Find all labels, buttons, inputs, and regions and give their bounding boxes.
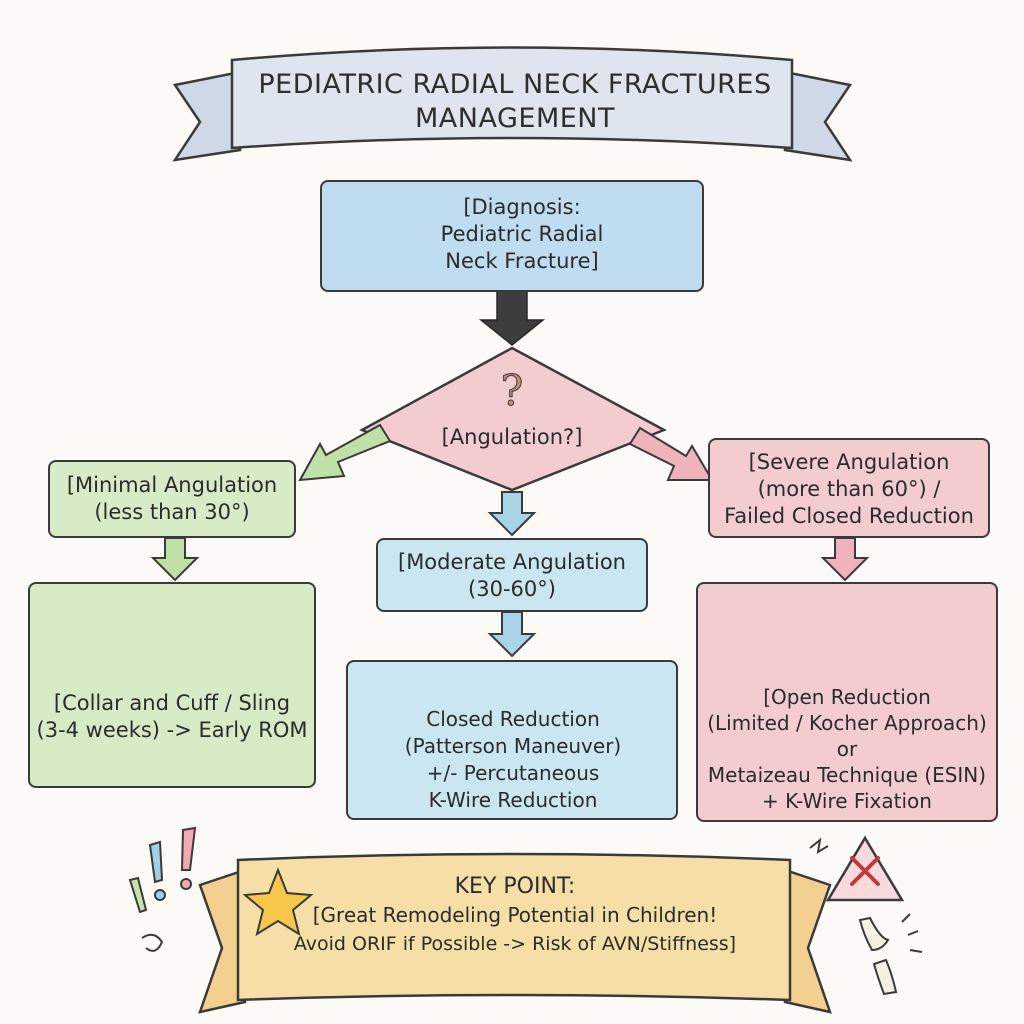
diagnosis-box: [Diagnosis: Pediatric Radial Neck Fractu… — [320, 180, 704, 292]
minimal-line-1: [Minimal Angulation — [66, 473, 278, 497]
severe-treatment-box: [Open Reduction (Limited / Kocher Approa… — [696, 582, 998, 822]
severe-line-1: [Severe Angulation — [748, 450, 950, 474]
question-mark-icon: ? — [501, 366, 524, 415]
arrow-severe-to-treatment — [820, 537, 870, 582]
severe-treatment-line-1: [Open Reduction — [763, 685, 931, 709]
key-point-heading: KEY POINT: — [454, 874, 576, 899]
minimal-treatment-line-2: (3-4 weeks) -> Early ROM — [36, 718, 308, 742]
diagnosis-line-1: [Diagnosis: — [463, 195, 581, 219]
severe-treatment-line-3: or — [836, 737, 858, 761]
moderate-treatment-line-2: (Patterson Maneuver) — [404, 734, 622, 758]
arrow-to-minimal — [298, 423, 392, 482]
key-point-line-2: Avoid ORIF if Possible -> Risk of AVN/St… — [293, 933, 737, 955]
severe-treatment-line-2: (Limited / Kocher Approach) — [707, 711, 987, 735]
moderate-angulation-box: [Moderate Angulation (30-60°) — [376, 538, 648, 612]
arrow-to-moderate — [487, 491, 537, 537]
diagnosis-line-3: Neck Fracture] — [445, 249, 599, 273]
key-point-text: KEY POINT: [Great Remodeling Potential i… — [250, 872, 780, 959]
severe-treatment-line-4: Metaizeau Technique (ESIN) — [707, 763, 987, 787]
page-title: PEDIATRIC RADIAL NECK FRACTURES MANAGEME… — [250, 68, 780, 136]
moderate-line-1: [Moderate Angulation — [398, 550, 626, 574]
warning-triangle-icon — [809, 835, 905, 902]
arrow-diagnosis-to-decision — [478, 289, 546, 346]
diagnosis-line-2: Pediatric Radial — [440, 222, 604, 246]
key-point-line-1: [Great Remodeling Potential in Children! — [312, 903, 718, 927]
moderate-treatment-line-1: Closed Reduction — [426, 707, 600, 731]
moderate-line-2: (30-60°) — [468, 577, 556, 601]
severe-angulation-box: [Severe Angulation (more than 60°) / Fai… — [708, 438, 990, 538]
title-line-2: MANAGEMENT — [415, 103, 615, 134]
minimal-treatment-box: [Collar and Cuff / Sling (3-4 weeks) -> … — [28, 582, 316, 788]
title-banner — [172, 46, 853, 162]
key-point-banner — [198, 852, 832, 1014]
arrow-to-severe — [628, 426, 714, 481]
exclamation-icon — [128, 826, 197, 952]
moderate-treatment-box: Closed Reduction (Patterson Maneuver) +/… — [346, 660, 678, 820]
decision-diamond — [359, 346, 667, 492]
minimal-treatment-line-1: [Collar and Cuff / Sling — [53, 691, 291, 715]
minimal-line-2: (less than 30°) — [94, 500, 250, 524]
arrow-minimal-to-treatment — [150, 537, 200, 582]
severe-line-3: Failed Closed Reduction — [724, 504, 974, 528]
moderate-treatment-line-3: +/- Percutaneous — [426, 761, 600, 785]
joint-pain-icon — [858, 913, 923, 996]
moderate-treatment-line-4: K-Wire Reduction — [428, 788, 598, 812]
title-line-1: PEDIATRIC RADIAL NECK FRACTURES — [258, 69, 772, 100]
decision-label: [Angulation?] — [441, 425, 583, 449]
severe-line-2: (more than 60°) / — [757, 477, 941, 501]
severe-treatment-line-5: + K-Wire Fixation — [762, 789, 932, 813]
star-icon — [242, 867, 314, 937]
arrow-moderate-to-treatment — [487, 611, 537, 658]
minimal-angulation-box: [Minimal Angulation (less than 30°) — [48, 460, 296, 538]
